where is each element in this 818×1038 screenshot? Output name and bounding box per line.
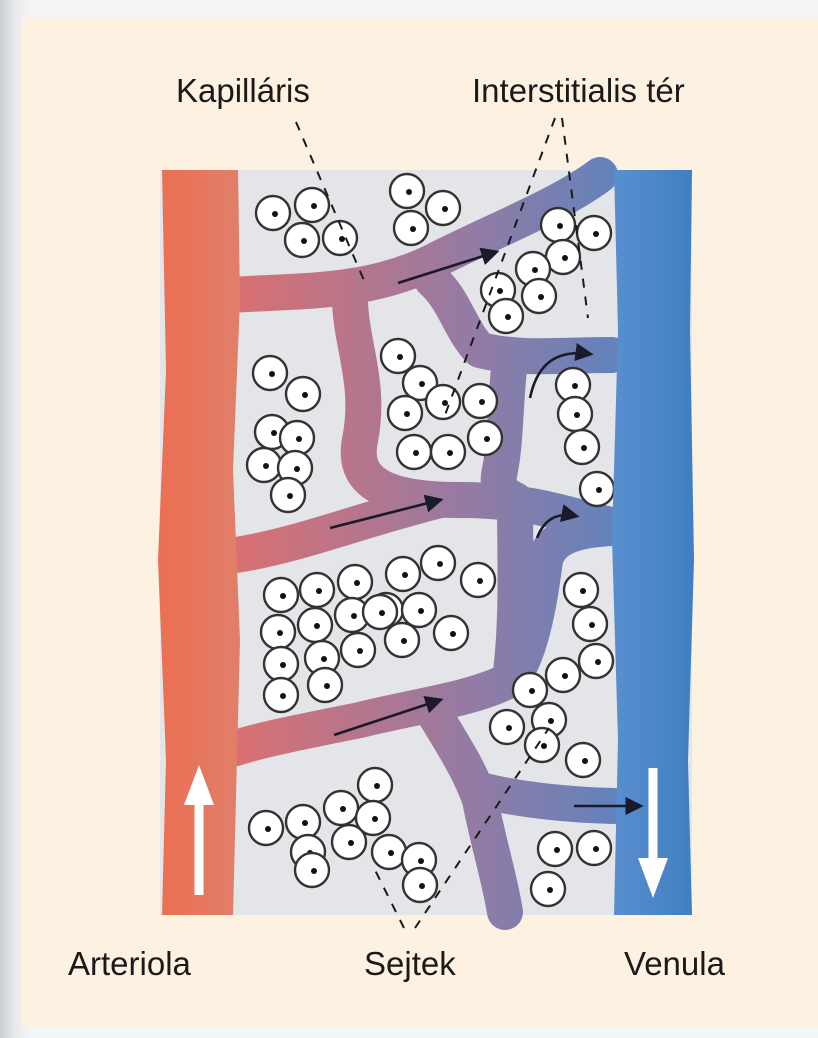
tissue-cell	[463, 384, 497, 418]
tissue-cell	[403, 868, 437, 902]
tissue-cell	[388, 396, 422, 430]
tissue-cell	[580, 472, 614, 506]
tissue-cell	[300, 573, 334, 607]
tissue-cell	[546, 658, 580, 692]
tissue-cell	[426, 191, 460, 225]
tissue-cell	[390, 174, 424, 208]
tissue-cell	[324, 791, 358, 825]
tissue-cell	[513, 673, 547, 707]
tissue-cell	[338, 565, 372, 599]
tissue-cell	[264, 678, 298, 712]
tissue-cell	[431, 435, 465, 469]
tissue-cell	[298, 608, 332, 642]
tissue-cell	[490, 710, 524, 744]
label-capillary: Kapilláris	[176, 72, 310, 109]
tissue-cell	[271, 478, 305, 512]
label-arteriole: Arteriola	[68, 945, 192, 982]
tissue-cell	[489, 299, 523, 333]
tissue-cell	[261, 615, 295, 649]
tissue-cell	[558, 397, 592, 431]
tissue-cell	[468, 421, 502, 455]
tissue-cell	[385, 623, 419, 657]
tissue-cell	[295, 853, 329, 887]
tissue-cell	[531, 872, 565, 906]
tissue-cell	[308, 668, 342, 702]
tissue-cell	[285, 223, 319, 257]
tissue-cell	[402, 593, 436, 627]
tissue-cell	[363, 595, 397, 629]
tissue-cell	[249, 811, 283, 845]
tissue-cell	[295, 188, 329, 222]
tissue-cell	[577, 831, 611, 865]
tissue-cell	[247, 448, 281, 482]
tissue-cell	[566, 743, 600, 777]
tissue-cell	[341, 633, 375, 667]
tissue-cell	[565, 430, 599, 464]
tissue-cell	[538, 832, 572, 866]
tissue-cell	[256, 196, 290, 230]
tissue-cell	[264, 647, 298, 681]
tissue-cell	[461, 563, 495, 597]
label-cells: Sejtek	[364, 945, 456, 982]
tissue-cell	[372, 835, 406, 869]
tissue-cell	[332, 825, 366, 859]
tissue-cell	[358, 768, 392, 802]
tissue-cell	[394, 211, 428, 245]
tissue-cell	[522, 279, 556, 313]
label-interstitial-space: Interstitialis tér	[472, 72, 685, 109]
tissue-cell	[397, 435, 431, 469]
tissue-cell	[286, 805, 320, 839]
tissue-cell	[253, 356, 287, 390]
tissue-cell	[280, 421, 314, 455]
tissue-cell	[541, 208, 575, 242]
tissue-cell	[286, 377, 320, 411]
tissue-cell	[573, 607, 607, 641]
tissue-cell	[386, 557, 420, 591]
tissue-cell	[577, 216, 611, 250]
capillary-branch	[480, 790, 614, 806]
tissue-cell	[579, 644, 613, 678]
tissue-cell	[264, 578, 298, 612]
tissue-cell	[564, 573, 598, 607]
tissue-cell	[421, 546, 455, 580]
tissue-cell	[434, 616, 468, 650]
label-venule: Venula	[624, 945, 726, 982]
